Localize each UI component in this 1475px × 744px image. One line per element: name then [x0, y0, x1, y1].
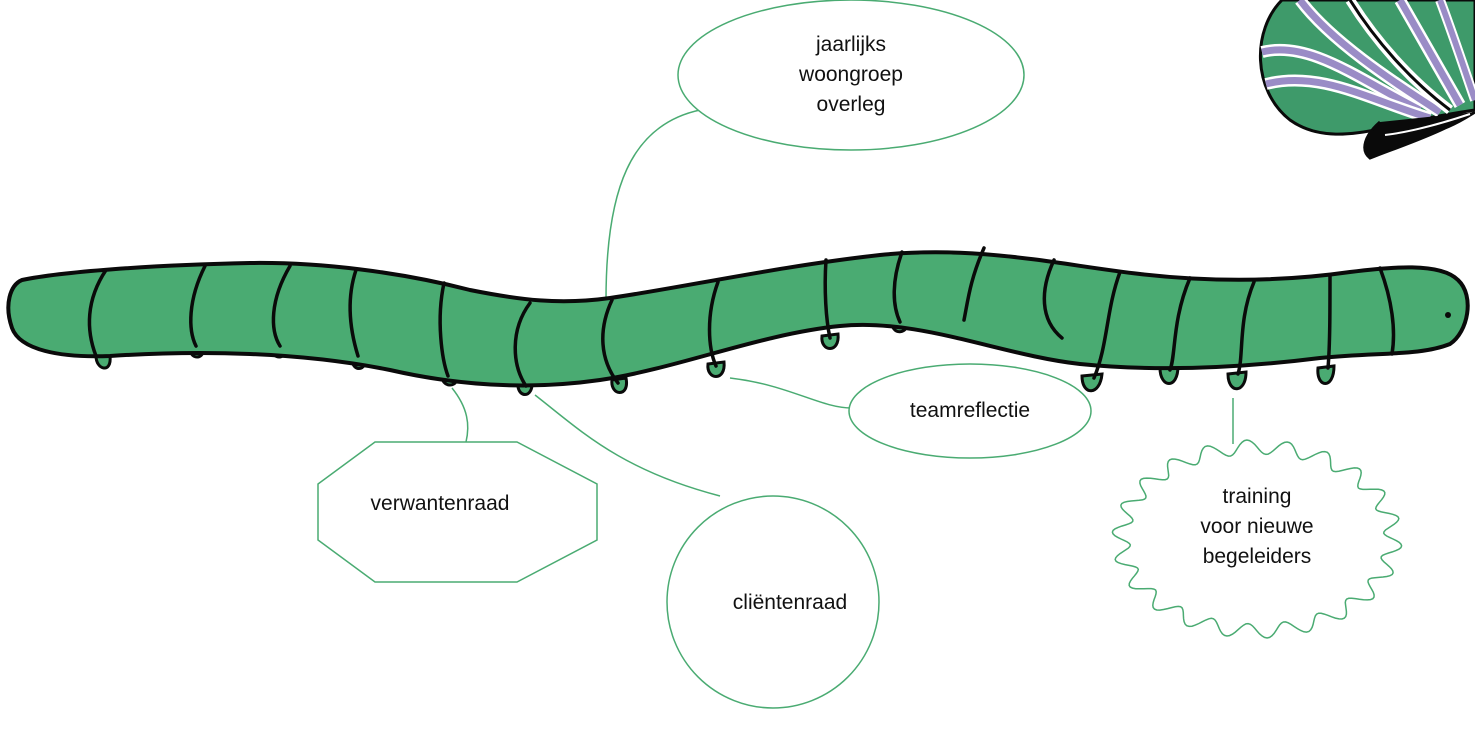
- callout-shapes: [317, 0, 1403, 709]
- connector-teamreflectie: [729, 377, 853, 409]
- octagon-verwantenraad: [317, 441, 598, 583]
- caterpillar-eye: [1445, 312, 1451, 318]
- label-line: woongroep: [799, 63, 903, 86]
- label-line: begeleiders: [1202, 545, 1312, 568]
- ellipse-jaarlijks: [677, 0, 1025, 151]
- label-clientenraad: cliëntenraad: [690, 588, 890, 618]
- leaf-illustration: [1258, 0, 1475, 160]
- wavy-training: [1111, 439, 1403, 639]
- label-line: voor nieuwe: [1200, 515, 1314, 538]
- circle-clientenraad: [666, 495, 880, 709]
- label-line: overleg: [816, 93, 886, 116]
- connector-verwantenraad: [451, 387, 469, 443]
- ellipse-teamreflectie: [848, 363, 1092, 459]
- label-line: jaarlijks: [815, 33, 886, 56]
- label-line: verwantenraad: [370, 492, 510, 515]
- caterpillar-segments: [87, 246, 1396, 388]
- caterpillar-body: [6, 250, 1470, 388]
- connector-clientenraad: [534, 394, 721, 497]
- label-jaarlijks-woongroep-overleg: jaarlijks woongroep overleg: [751, 30, 951, 120]
- label-line: training: [1222, 485, 1292, 508]
- label-line: teamreflectie: [909, 399, 1031, 422]
- label-training-voor-nieuwe-begeleiders: training voor nieuwe begeleiders: [1157, 482, 1357, 572]
- label-verwantenraad: verwantenraad: [340, 489, 540, 519]
- callout-lines: [451, 109, 1234, 497]
- label-teamreflectie: teamreflectie: [870, 396, 1070, 426]
- connector-jaarlijks: [605, 109, 701, 301]
- label-line: cliëntenraad: [732, 591, 848, 614]
- caterpillar-illustration: [6, 246, 1470, 388]
